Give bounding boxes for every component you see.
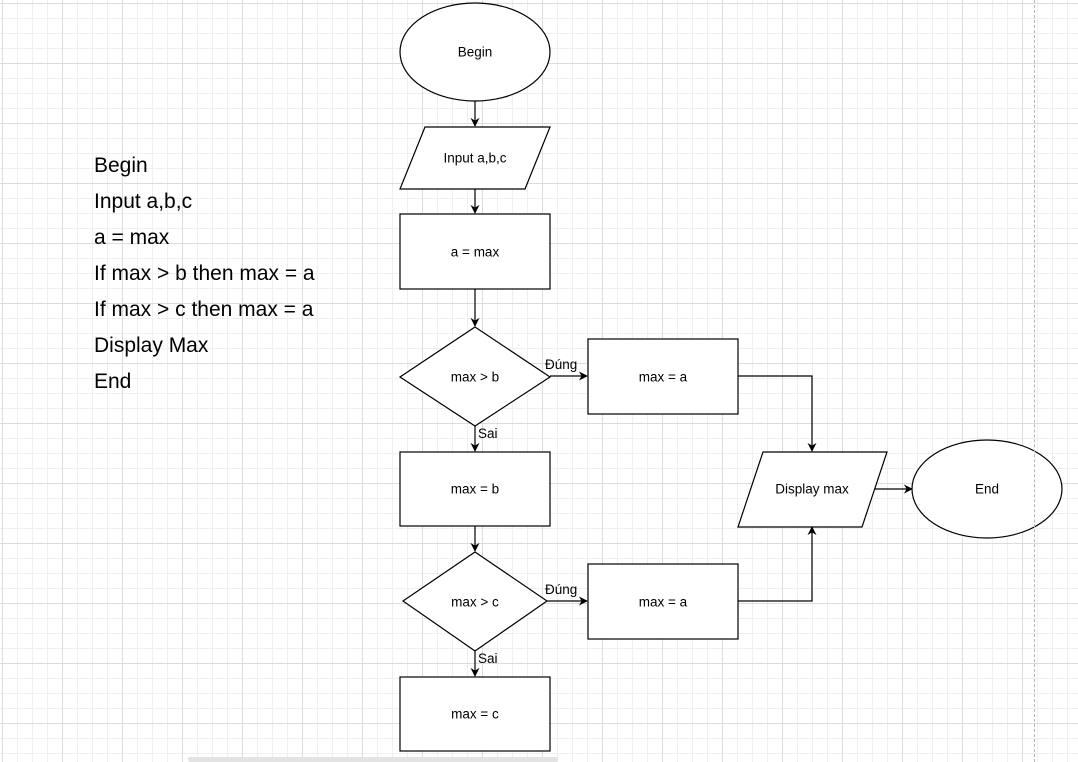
node-label: a = max (451, 245, 500, 260)
node-label: max > b (451, 370, 499, 385)
pseudocode-line[interactable]: Begin (94, 154, 148, 177)
node-true-b-assign[interactable]: max = a (587, 338, 739, 415)
node-assign-c[interactable]: max = c (399, 676, 551, 752)
node-label: Input a,b,c (443, 151, 506, 166)
parallelogram-shape (399, 126, 551, 190)
pseudocode-line[interactable]: Display Max (94, 334, 209, 357)
node-label: Begin (458, 45, 493, 60)
node-label: max > c (451, 595, 499, 610)
pseudocode-line[interactable]: If max > b then max = a (94, 262, 315, 285)
pseudocode-line[interactable]: Input a,b,c (94, 190, 193, 213)
pseudocode-line[interactable]: If max > c then max = a (94, 298, 314, 321)
decision-shape (401, 551, 549, 652)
process-shape (399, 213, 551, 290)
edge-label-true-c[interactable]: Đúng (545, 582, 577, 597)
node-true-c-assign[interactable]: max = a (587, 563, 739, 640)
node-check-c[interactable]: max > c (401, 551, 549, 652)
terminator-shape (911, 439, 1063, 539)
node-assign-a[interactable]: a = max (399, 213, 551, 290)
pseudocode-text: Begin Input a,b,c a = max If max > b the… (94, 148, 315, 400)
process-shape (587, 563, 739, 640)
node-label: max = a (639, 595, 688, 610)
edge-label-false-b[interactable]: Sai (478, 426, 498, 441)
node-input[interactable]: Input a,b,c (399, 126, 551, 190)
horizontal-scrollbar[interactable] (188, 757, 558, 762)
node-end[interactable]: End (911, 439, 1063, 539)
decision-shape (398, 326, 552, 427)
edge-true-c-display[interactable] (738, 526, 817, 602)
node-label: End (975, 482, 999, 497)
process-shape (399, 676, 551, 752)
node-label: max = b (451, 482, 499, 497)
process-shape (399, 451, 551, 527)
node-display[interactable]: Display max (737, 451, 888, 528)
page-break-line (1034, 0, 1035, 762)
edge-label-true-b[interactable]: Đúng (545, 357, 577, 372)
node-begin[interactable]: Begin (399, 2, 551, 102)
parallelogram-shape (737, 451, 888, 528)
edge-label-false-c[interactable]: Sai (478, 651, 498, 666)
node-check-b[interactable]: max > b (398, 326, 552, 427)
process-shape (587, 338, 739, 415)
pseudocode-line[interactable]: End (94, 370, 132, 393)
node-label: max = c (451, 707, 499, 722)
edge-true-b-display[interactable] (738, 375, 817, 452)
node-label: Display max (775, 482, 849, 497)
node-assign-b[interactable]: max = b (399, 451, 551, 527)
pseudocode-line[interactable]: a = max (94, 226, 170, 249)
terminator-shape (399, 2, 551, 102)
flowchart-edges (470, 101, 913, 677)
node-label: max = a (639, 370, 688, 385)
